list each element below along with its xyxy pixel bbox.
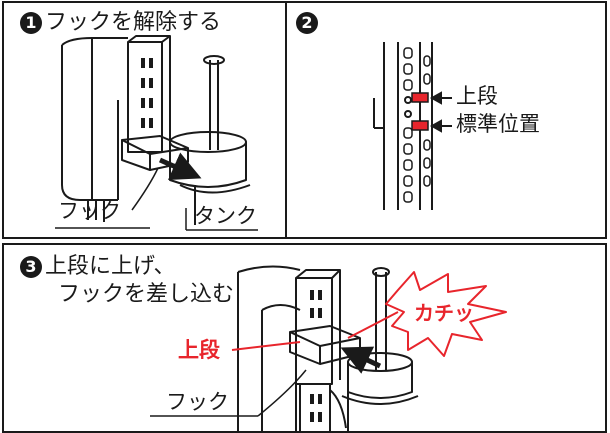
label-upper: 上段 (456, 84, 498, 108)
label-upper-red: 上段 (178, 338, 220, 362)
label-hook-panel3: フック (166, 390, 229, 414)
burst-text: カチッ (414, 301, 474, 325)
step1-number-badge: 1 (20, 12, 42, 34)
panel3-leaders (150, 369, 307, 417)
panel2-pointers (429, 91, 452, 133)
push-arrow-1 (158, 152, 202, 180)
label-standard: 標準位置 (456, 112, 540, 136)
step2-heading: 2 (296, 12, 321, 34)
step3-text-line1: 上段に上げ、 (45, 254, 176, 279)
step2-number-badge: 2 (296, 12, 318, 34)
click-burst (385, 271, 507, 357)
panel3-illustration (237, 265, 419, 432)
burst-leader (347, 311, 399, 339)
panel1-illustration (61, 35, 251, 225)
step3-text-line2: フックを差し込む (58, 282, 235, 307)
label-hook-panel1: フック (58, 199, 121, 223)
label-tank: タンク (194, 204, 257, 228)
panel1-leaders (55, 167, 258, 231)
upper-red-leader (231, 341, 301, 351)
step1-text: フックを解除する (45, 10, 222, 35)
push-arrow-3 (340, 346, 382, 374)
step3-number-badge: 3 (20, 256, 42, 278)
panel2-illustration (373, 42, 433, 210)
